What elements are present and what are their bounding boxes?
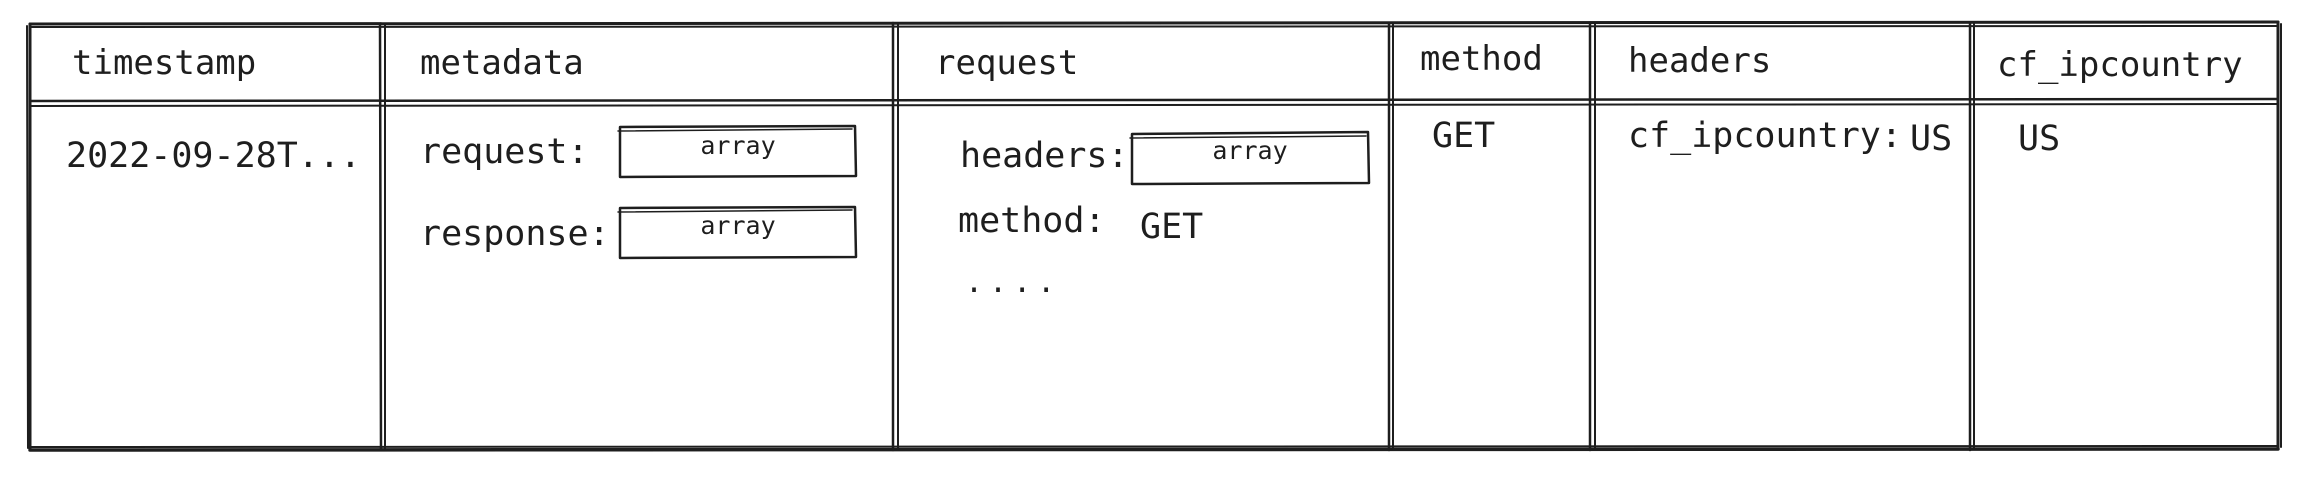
column-dividers xyxy=(378,21,1975,452)
request-cell: headers: array method: GET .... xyxy=(958,130,1371,300)
headers-cf-ipcountry-key: cf_ipcountry: xyxy=(1628,116,1902,156)
column-header-headers: headers xyxy=(1628,41,1771,81)
method-value: GET xyxy=(1432,116,1495,156)
headers-cf-ipcountry-value: US xyxy=(1910,119,1952,159)
table-frame xyxy=(26,20,2282,452)
request-headers-array-box: array xyxy=(1129,130,1371,186)
header-row: timestamp metadata request method header… xyxy=(72,39,2243,85)
metadata-cell: request: array response: array xyxy=(420,124,858,260)
metadata-request-box-label: array xyxy=(700,131,775,160)
request-more-ellipsis: .... xyxy=(965,265,1061,300)
cf-ipcountry-value: US xyxy=(2018,119,2060,159)
header-divider xyxy=(28,97,2280,107)
metadata-response-array-box: array xyxy=(617,205,858,260)
metadata-response-box-label: array xyxy=(700,211,775,240)
metadata-response-key: response: xyxy=(420,214,610,254)
column-header-method: method xyxy=(1420,39,1543,79)
column-header-metadata: metadata xyxy=(420,43,584,83)
request-method-value: GET xyxy=(1140,207,1203,247)
column-header-timestamp: timestamp xyxy=(72,43,256,83)
request-method-key: method: xyxy=(958,201,1106,241)
column-header-request: request xyxy=(935,43,1078,83)
metadata-request-array-box: array xyxy=(617,124,858,179)
timestamp-value: 2022-09-28T... xyxy=(66,136,361,176)
metadata-request-key: request: xyxy=(420,132,589,172)
request-headers-box-label: array xyxy=(1212,136,1287,165)
headers-cell: cf_ipcountry: US xyxy=(1628,116,1952,159)
column-header-cf-ipcountry: cf_ipcountry xyxy=(1997,45,2243,85)
request-headers-key: headers: xyxy=(960,136,1129,176)
